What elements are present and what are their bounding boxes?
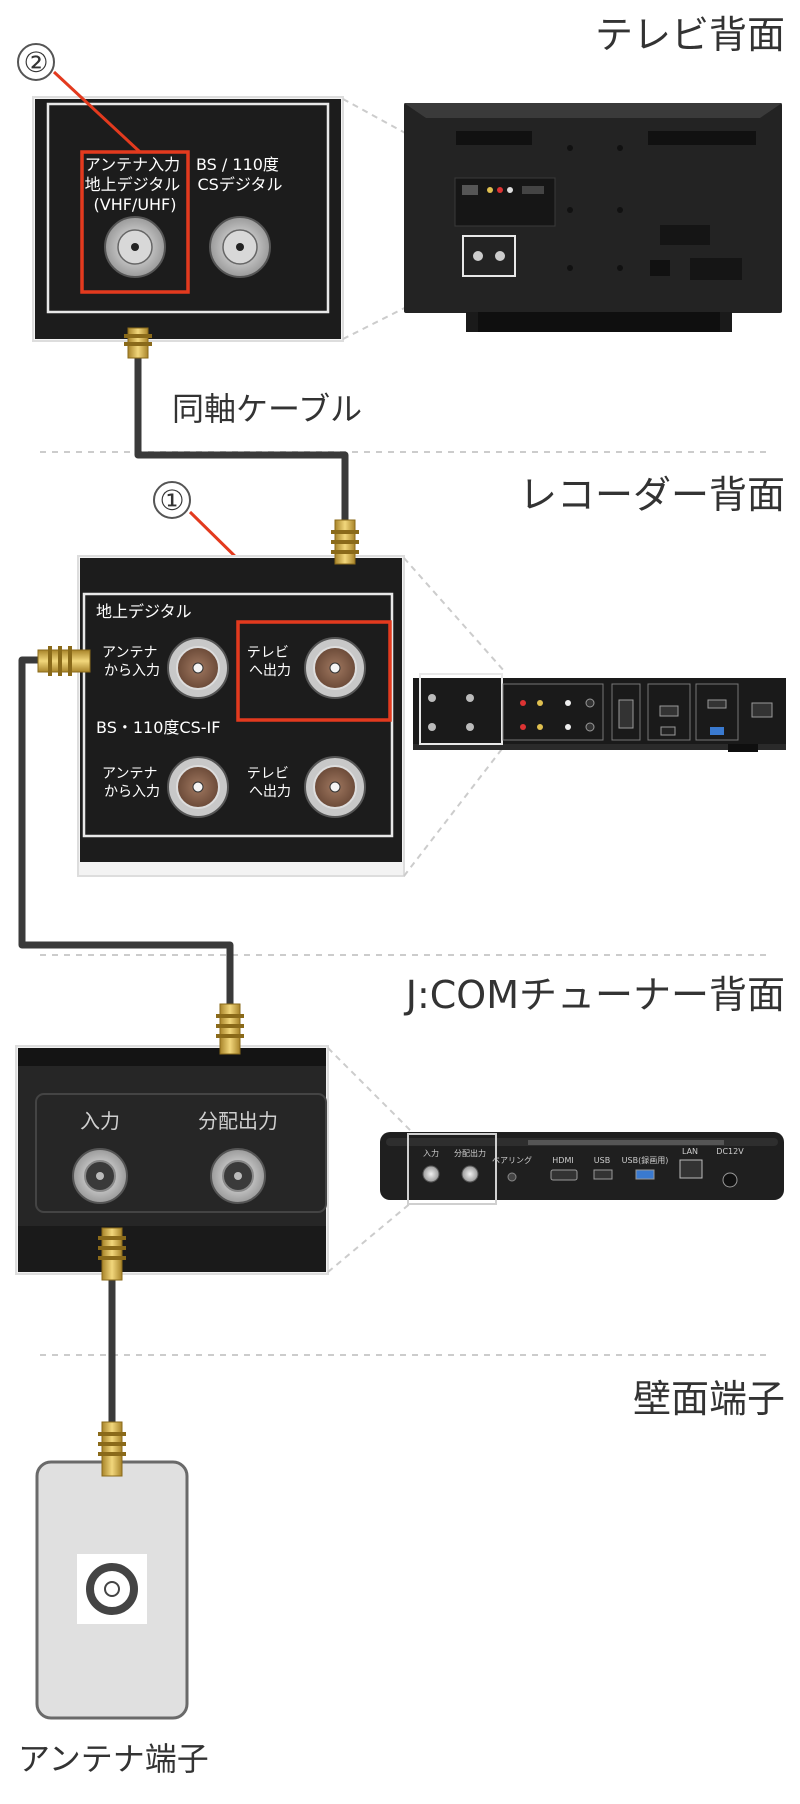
svg-text:HDMI: HDMI <box>552 1156 573 1165</box>
tv-panel-outline <box>46 102 330 314</box>
recorder-terrestrial-tv-out-jack <box>304 637 366 699</box>
marker-two-circle <box>17 43 55 81</box>
section-title-tv: テレビ背面 <box>595 13 785 57</box>
marker-one-circle <box>153 481 191 519</box>
tv-antenna-input-label: アンテナ入力 地上デジタル (VHF/UHF) <box>85 155 186 214</box>
tuner-split-out-jack <box>210 1148 266 1204</box>
svg-text:LAN: LAN <box>682 1147 698 1156</box>
recorder-terrestrial-tv-out-label: テレビ へ出力 <box>247 645 293 679</box>
marker-two: ② <box>23 46 48 79</box>
svg-text:DC12V: DC12V <box>716 1147 744 1156</box>
zoom-line <box>327 1201 413 1273</box>
svg-text:分配出力: 分配出力 <box>454 1148 486 1158</box>
tuner-bottom-connector <box>98 1227 126 1281</box>
wall-plate-connector <box>98 1421 126 1477</box>
tuner-device-image: 入力 分配出力 ペアリング HDMI USB USB(録画用) LAN DC12… <box>380 1132 784 1205</box>
tv-highlight-box <box>80 150 190 294</box>
section-title-wall: 壁面端子 <box>633 1377 785 1421</box>
recorder-terrestrial-label: 地上デジタル <box>96 602 192 621</box>
wall-antenna-terminal <box>86 1563 138 1615</box>
tv-antenna-jack <box>104 216 166 278</box>
recorder-bs-antenna-in-label: アンテナ から入力 <box>102 766 162 800</box>
tuner-input-jack <box>72 1148 128 1204</box>
tv-bs-input-label: BS / 110度 CSデジタル <box>196 155 284 194</box>
tv-bs-jack <box>209 216 271 278</box>
svg-text:ペアリング: ペアリング <box>492 1155 532 1165</box>
recorder-bs-tv-out-label: テレビ へ出力 <box>247 766 293 800</box>
zoom-line <box>403 744 506 877</box>
recorder-terrestrial-antenna-in-label: アンテナ から入力 <box>102 645 162 679</box>
recorder-device-image <box>413 673 786 752</box>
svg-text:USB: USB <box>594 1156 610 1165</box>
section-title-recorder: レコーダー背面 <box>519 473 785 517</box>
tuner-panel-bottom <box>18 1226 326 1272</box>
recorder-top-connector <box>331 519 359 565</box>
recorder-panel-outline <box>82 592 394 838</box>
recorder-bs-label: BS・110度CS-IF <box>96 718 220 737</box>
coax-cable-tv-recorder <box>134 350 349 535</box>
antenna-terminal-caption: アンテナ端子 <box>18 1740 209 1778</box>
tv-cable-connector <box>124 327 152 359</box>
tuner-panel-top-edge <box>18 1048 326 1066</box>
tuner-input-label: 入力 <box>80 1109 120 1133</box>
tuner-panel-inset <box>35 1093 327 1213</box>
section-title-tuner: J:COMチューナー背面 <box>404 973 785 1017</box>
recorder-bs-antenna-in-jack <box>167 756 229 818</box>
zoom-line <box>327 1047 413 1133</box>
tv-device-image <box>404 103 782 332</box>
recorder-terrestrial-antenna-in-jack <box>167 637 229 699</box>
tuner-top-connector <box>216 1003 244 1055</box>
recorder-bs-tv-out-jack <box>304 756 366 818</box>
zoom-line <box>403 557 506 673</box>
marker-two-leader <box>52 70 142 154</box>
recorder-left-connector <box>37 646 91 676</box>
svg-text:USB(録画用): USB(録画用) <box>622 1155 669 1165</box>
tuner-split-out-label: 分配出力 <box>198 1109 278 1133</box>
svg-text:入力: 入力 <box>423 1148 439 1158</box>
coax-cable-label: 同軸ケーブル <box>172 390 362 428</box>
marker-one: ① <box>159 484 184 517</box>
coax-cable-recorder-tuner <box>18 656 234 1020</box>
recorder-highlight-box <box>236 620 392 722</box>
